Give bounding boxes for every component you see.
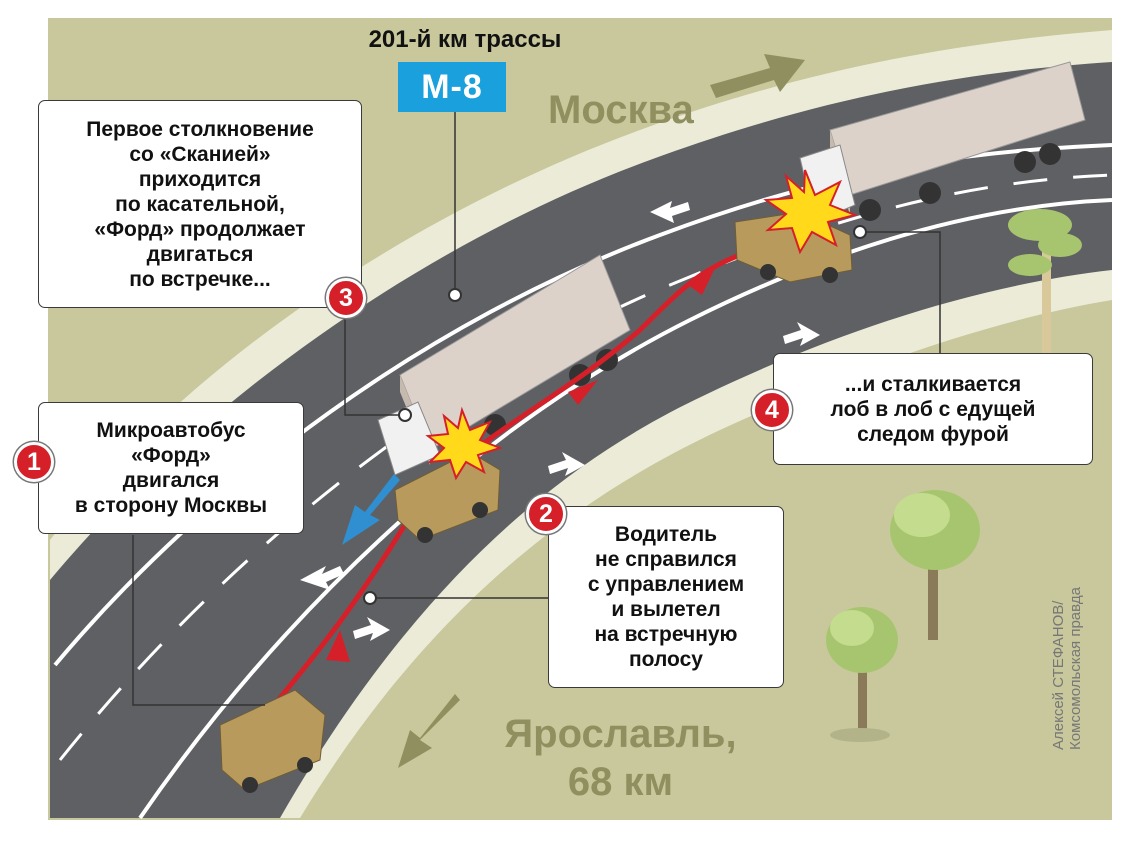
lane-arrows bbox=[300, 201, 820, 641]
lane-arrow bbox=[548, 452, 585, 476]
leader-dot bbox=[398, 408, 412, 422]
leader-dot bbox=[448, 288, 462, 302]
callout-4-text: ...и сталкивается лоб в лоб с едущей сле… bbox=[830, 372, 1036, 446]
author-credit: Алексей СТЕФАНОВ/ Комсомольская правда bbox=[1050, 560, 1127, 760]
callout-1-text: Микроавтобус «Форд» двигался в сторону М… bbox=[74, 419, 268, 517]
callout-3: Первое столкновение со «Сканией» приходи… bbox=[38, 100, 362, 308]
callout-4: ...и сталкивается лоб в лоб с едущей сле… bbox=[773, 353, 1093, 465]
truck-middle bbox=[377, 254, 631, 476]
center-dashes bbox=[58, 173, 1113, 761]
step-badge-3: 3 bbox=[326, 278, 366, 318]
lane-arrow bbox=[353, 617, 390, 641]
tree-icon bbox=[890, 490, 980, 640]
step-badge-1: 1 bbox=[14, 442, 54, 482]
lane-arrow bbox=[650, 201, 690, 223]
callout-2-text: Водитель не справился с управлением и вы… bbox=[587, 523, 745, 671]
leader-dots bbox=[363, 225, 867, 605]
leader-line bbox=[132, 535, 265, 706]
impact-burst bbox=[763, 169, 859, 255]
trajectory-arrow bbox=[326, 630, 350, 662]
highway-km-label: 201-й км трассы bbox=[368, 26, 562, 53]
leader-line bbox=[860, 231, 941, 355]
moscow-direction-arrow bbox=[710, 54, 805, 98]
callout-3-text: Первое столкновение со «Сканией» приходи… bbox=[86, 117, 314, 291]
truck-front bbox=[799, 61, 1086, 223]
leader-dot bbox=[853, 225, 867, 239]
trajectory-arrow bbox=[688, 268, 715, 295]
lane-arrow bbox=[300, 566, 344, 590]
moscow-label: Москва bbox=[548, 88, 694, 132]
step-badge-2: 2 bbox=[526, 494, 566, 534]
author-credit-text: Алексей СТЕФАНОВ/ Комсомольская правда bbox=[1050, 586, 1084, 750]
trajectory-arrow bbox=[568, 380, 598, 405]
yaroslavl-direction-arrow bbox=[398, 694, 460, 768]
deflection-arrow bbox=[342, 474, 400, 545]
step-badge-4: 4 bbox=[752, 390, 792, 430]
lane-arrow bbox=[783, 322, 820, 346]
impact-burst bbox=[425, 406, 503, 481]
leader-lines bbox=[132, 112, 941, 706]
lane-line-right bbox=[138, 198, 1113, 820]
yaroslavl-label: Ярославль, 68 км bbox=[504, 712, 737, 804]
callout-1: Микроавтобус «Форд» двигался в сторону М… bbox=[38, 402, 304, 534]
leader-dot bbox=[363, 591, 377, 605]
van-start bbox=[219, 689, 326, 793]
tree-icon bbox=[826, 607, 898, 742]
highway-sign: М-8 bbox=[398, 62, 506, 112]
pine-tree-icon bbox=[1008, 209, 1082, 355]
callout-2: Водитель не справился с управлением и вы… bbox=[548, 506, 784, 688]
